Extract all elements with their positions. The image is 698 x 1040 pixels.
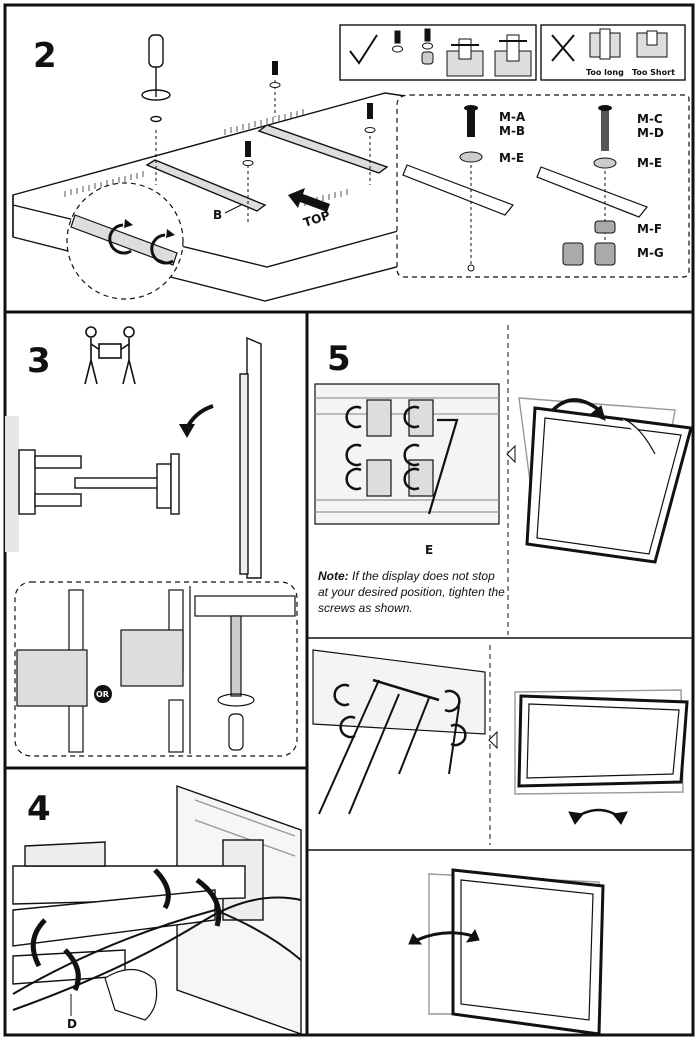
part-m-f: M-F — [637, 222, 662, 236]
part-m-a: M-A — [499, 110, 526, 124]
cable-tie-icon — [30, 868, 222, 992]
step-number-2: 2 — [33, 36, 57, 76]
tv-rotate-illustration — [408, 868, 605, 1036]
rotate-arrows-icon — [345, 405, 420, 491]
step-4-panel: 4 D — [12, 785, 302, 1034]
label-d: D — [67, 1017, 77, 1031]
step-2-panel: 2 B TOP — [12, 24, 690, 302]
tv-swivel-illustration — [488, 689, 689, 825]
note-prefix: Note: — [318, 569, 349, 583]
too-long-label: Too long — [586, 68, 624, 77]
note-body: If the display does not stop at your des… — [318, 569, 505, 615]
step-number-4: 4 — [27, 789, 51, 829]
part-m-d: M-D — [637, 126, 664, 140]
step-5-panel: 5 E — [312, 339, 693, 1036]
incorrect-screw-box: Too long Too Short — [540, 24, 686, 81]
screw-icon — [242, 61, 376, 166]
rotate-arrows-icon-2 — [333, 683, 467, 747]
screw-detail-box: M-A M-B M-E M-C M-D M-E M-F M-G — [396, 94, 690, 278]
tv-side-illustration — [239, 336, 262, 579]
hand-illustration — [104, 968, 158, 1021]
part-m-c: M-C — [637, 112, 663, 126]
two-people-icon — [84, 326, 136, 385]
label-b: B — [213, 208, 222, 222]
too-short-label: Too Short — [632, 68, 675, 77]
or-label: OR — [96, 690, 109, 699]
or-badge — [94, 685, 112, 703]
part-m-e-2: M-E — [637, 156, 662, 170]
mount-arm-illustration — [18, 449, 180, 515]
step-3-panel: 3 OR — [5, 326, 298, 757]
check-icon — [349, 34, 378, 65]
label-e: E — [425, 543, 433, 557]
bracket-detail-1 — [314, 383, 500, 525]
zoom-detail-circle — [66, 182, 184, 300]
part-m-e: M-E — [499, 151, 524, 165]
note-text: Note: If the display does not stop at yo… — [318, 568, 508, 616]
step-3-detail-box: OR — [14, 581, 298, 757]
part-m-g: M-G — [637, 246, 664, 260]
correct-screw-box — [339, 24, 537, 81]
step-number-5: 5 — [327, 339, 351, 379]
part-m-b: M-B — [499, 124, 525, 138]
grey-sidebar — [5, 416, 19, 552]
bracket-detail-2 — [312, 649, 486, 815]
cross-icon — [551, 34, 575, 62]
tv-tilt-illustration — [506, 397, 693, 564]
screwdriver-icon — [141, 34, 171, 123]
cables — [12, 896, 302, 1011]
step-number-3: 3 — [27, 341, 51, 381]
